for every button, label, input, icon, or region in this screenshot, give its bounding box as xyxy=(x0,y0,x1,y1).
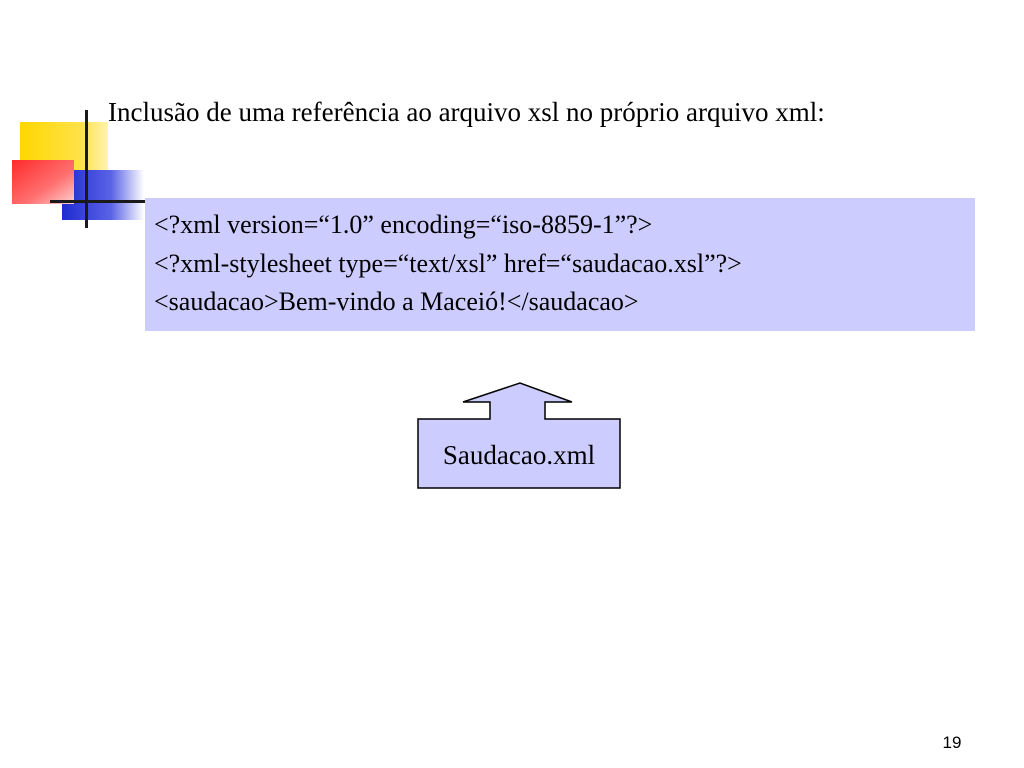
code-line-saudacao-element: <saudacao>Bem-vindo a Maceió!</saudacao> xyxy=(154,287,639,316)
logo-vertical-line xyxy=(85,110,88,228)
page-number: 19 xyxy=(942,733,962,752)
up-arrow-callout xyxy=(417,382,621,489)
code-line-xml-declaration: <?xml version=“1.0” encoding=“iso-8859-1… xyxy=(154,210,653,239)
logo-blue-square xyxy=(62,170,144,220)
xml-code-box: <?xml version=“1.0” encoding=“iso-8859-1… xyxy=(145,198,975,331)
code-line-stylesheet-reference: <?xml-stylesheet type=“text/xsl” href=“s… xyxy=(154,248,742,278)
decorative-logo-icon xyxy=(12,110,146,228)
logo-horizontal-line xyxy=(50,200,146,203)
logo-red-square xyxy=(12,160,74,204)
up-arrow-callout-shape xyxy=(417,382,621,489)
callout-label: Saudacao.xml xyxy=(442,440,596,470)
slide-title: Inclusão de uma referência ao arquivo xs… xyxy=(108,97,825,127)
